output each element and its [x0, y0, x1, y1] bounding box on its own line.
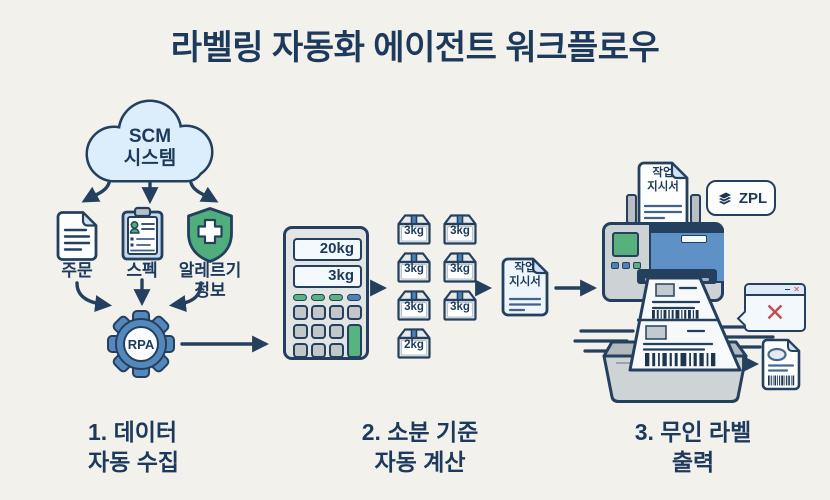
step1-caption: 1. 데이터 자동 수집: [88, 419, 180, 476]
printer-feed-post: [626, 194, 637, 224]
order-label: 주문: [61, 261, 93, 280]
error-popup: – ✕ ✕: [736, 283, 806, 332]
rpa-label: RPA: [123, 326, 159, 362]
calculator-icon: 20kg 3kg: [283, 226, 369, 360]
calculator-display-unit: 3kg: [293, 265, 362, 288]
allergy-info-label: 알레르기 정보: [178, 261, 242, 301]
rpa-gear-icon: RPA: [106, 309, 176, 379]
scm-cloud-icon: [72, 92, 228, 192]
step3-caption: 3. 무인 라벨 출력: [634, 419, 752, 476]
calculator-display-total: 20kg: [293, 238, 362, 261]
printer-slot: [681, 235, 707, 243]
zpl-badge: ZPL: [706, 180, 776, 216]
calculator-pill-button: [311, 294, 325, 301]
box-3kg: 3kg: [442, 212, 478, 246]
box-3kg: 3kg: [396, 212, 432, 246]
error-x-icon: ✕: [764, 299, 786, 327]
zpl-label: ZPL: [738, 189, 768, 207]
label-printer-icon: [602, 222, 724, 302]
calculator-pill-button: [293, 294, 307, 301]
printer-button: [633, 262, 641, 269]
work-order-feed-document-icon: [636, 160, 690, 226]
feed-document-label: 작업 지시서: [647, 167, 679, 193]
box-3kg: 3kg: [442, 250, 478, 284]
printed-label-icon: [760, 337, 802, 392]
box-3kg: 3kg: [396, 288, 432, 322]
box-3kg: 3kg: [442, 288, 478, 322]
calculator-equals-key: [347, 324, 362, 358]
zpl-stack-icon: [716, 191, 733, 206]
printer-screen: [612, 232, 639, 257]
printer-exit-band: [637, 269, 717, 284]
calculator-pill-button: [329, 294, 343, 301]
spec-label: 스펙: [126, 261, 158, 280]
box-3kg: 3kg: [396, 250, 432, 284]
close-icon: ✕: [793, 284, 800, 294]
printer-button: [622, 262, 630, 269]
box-2kg: 2kg: [396, 326, 432, 360]
allergy-shield-icon: [185, 206, 235, 264]
scm-system-label: SCM 시스템: [123, 126, 177, 170]
page-title: 라벨링 자동화 에이전트 워크플로우: [170, 29, 660, 67]
error-popup-titlebar: – ✕: [746, 283, 804, 296]
step2-caption: 2. 소분 기준 자동 계산: [361, 419, 479, 476]
calculator-pill-button: [347, 294, 361, 301]
work-order-label: 작업 지시서: [509, 262, 541, 288]
speed-lines: [573, 325, 775, 353]
arrow-order-to-gear: [75, 281, 113, 313]
output-tray: [602, 340, 748, 403]
printer-button: [611, 262, 619, 269]
printer-top-strip: [649, 225, 724, 233]
order-document-icon: [55, 210, 99, 262]
spec-clipboard-icon: [120, 206, 165, 262]
minimize-icon: –: [784, 283, 791, 295]
printer-feed-post: [690, 194, 701, 224]
work-order-document-icon: [500, 256, 550, 318]
